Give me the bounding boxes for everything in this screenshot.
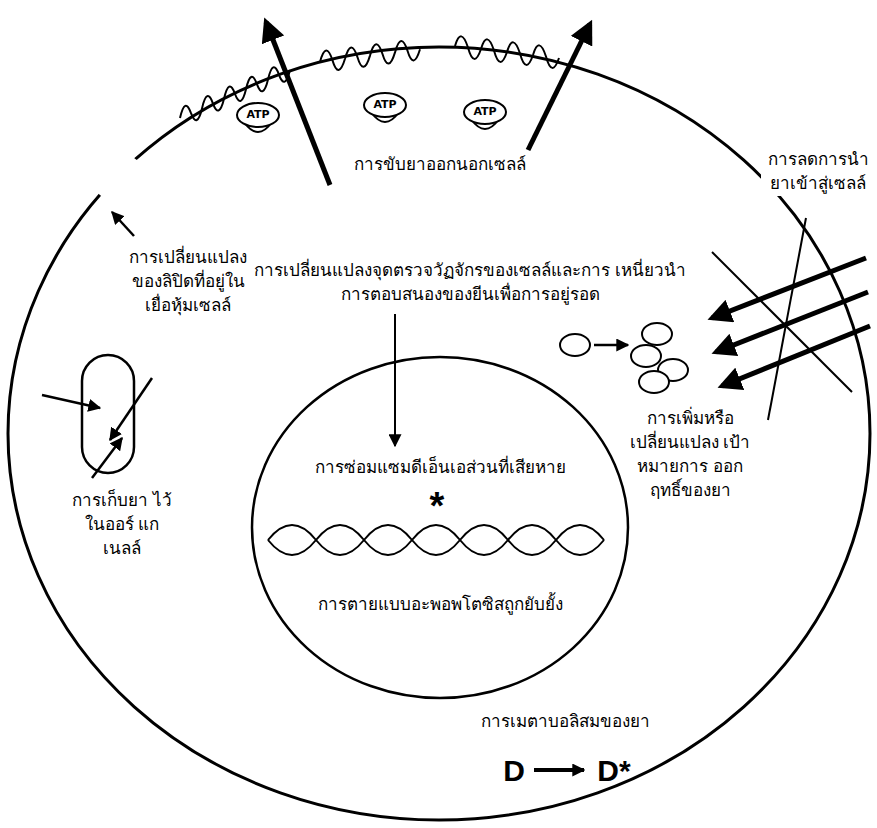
mechanism-label: การเก็บยา ไว้ในออร์ แกเนลล์ bbox=[72, 489, 172, 560]
target-arrow bbox=[594, 344, 628, 347]
lipid-arrow bbox=[112, 212, 134, 236]
efflux-arrow bbox=[266, 22, 330, 185]
mechanism-label: การซ่อมแซมดีเอ็นเอส่วนที่เสียหาย bbox=[275, 456, 605, 480]
atp-oval bbox=[364, 93, 406, 117]
nucleus-line bbox=[252, 357, 628, 698]
damage-mark: * bbox=[422, 487, 452, 525]
atp-oval bbox=[237, 103, 279, 127]
target-vesicle bbox=[631, 345, 661, 367]
atp-label: ATP bbox=[365, 98, 405, 111]
mechanism-label: การตายแบบอะพอพโตซิสถูกยับยั้ง bbox=[275, 593, 605, 617]
mechanism-label: การเมตาบอลิสมของยา bbox=[455, 710, 675, 734]
target-vesicle bbox=[560, 334, 590, 356]
target-vesicle bbox=[642, 323, 672, 345]
drug-symbol: D* bbox=[588, 754, 640, 787]
atp-label: ATP bbox=[238, 108, 278, 121]
pump-coil bbox=[320, 41, 420, 70]
signal-arrow bbox=[394, 314, 396, 446]
mechanism-label: การเพิ่มหรือ เปลี่ยนแปลง เป้าหมายการ ออก… bbox=[628, 407, 753, 502]
dna-strand bbox=[268, 525, 604, 555]
mechanism-label: การลดการนำ ยาเข้าสู่เซลล์ bbox=[761, 148, 876, 196]
dna-strand bbox=[268, 525, 604, 555]
metabolism-arrow bbox=[534, 768, 584, 772]
block-line bbox=[768, 218, 806, 420]
mechanism-label: การเปลี่ยนแปลงจุดตรวจวัฏจักรของเซลล์และก… bbox=[250, 259, 690, 307]
target-vesicle bbox=[639, 371, 669, 393]
drug-symbol: D bbox=[496, 754, 532, 787]
cell-membrane-line bbox=[8, 47, 870, 820]
organelle-arrow bbox=[42, 395, 100, 408]
mechanism-label: การเปลี่ยนแปลง ของลิปิดที่อยู่ใน เยื่อหุ… bbox=[118, 246, 258, 317]
organelle-arrow bbox=[92, 438, 122, 478]
nucleus: การซ่อมแซมดีเอ็นเอส่วนที่เสียหายการตายแบ… bbox=[250, 355, 630, 700]
cell-membrane: การขับยาออกนอกเซลล์การเปลี่ยนแปลง ของลิป… bbox=[6, 45, 872, 822]
membrane-gap bbox=[88, 148, 148, 205]
nucleus-outline bbox=[250, 355, 630, 700]
efflux-arrow bbox=[528, 24, 590, 150]
atp-oval bbox=[464, 100, 506, 124]
atp-label: ATP bbox=[465, 105, 505, 118]
organelle-arrow bbox=[110, 378, 152, 440]
mechanism-label: การขับยาออกนอกเซลล์ bbox=[340, 153, 540, 177]
